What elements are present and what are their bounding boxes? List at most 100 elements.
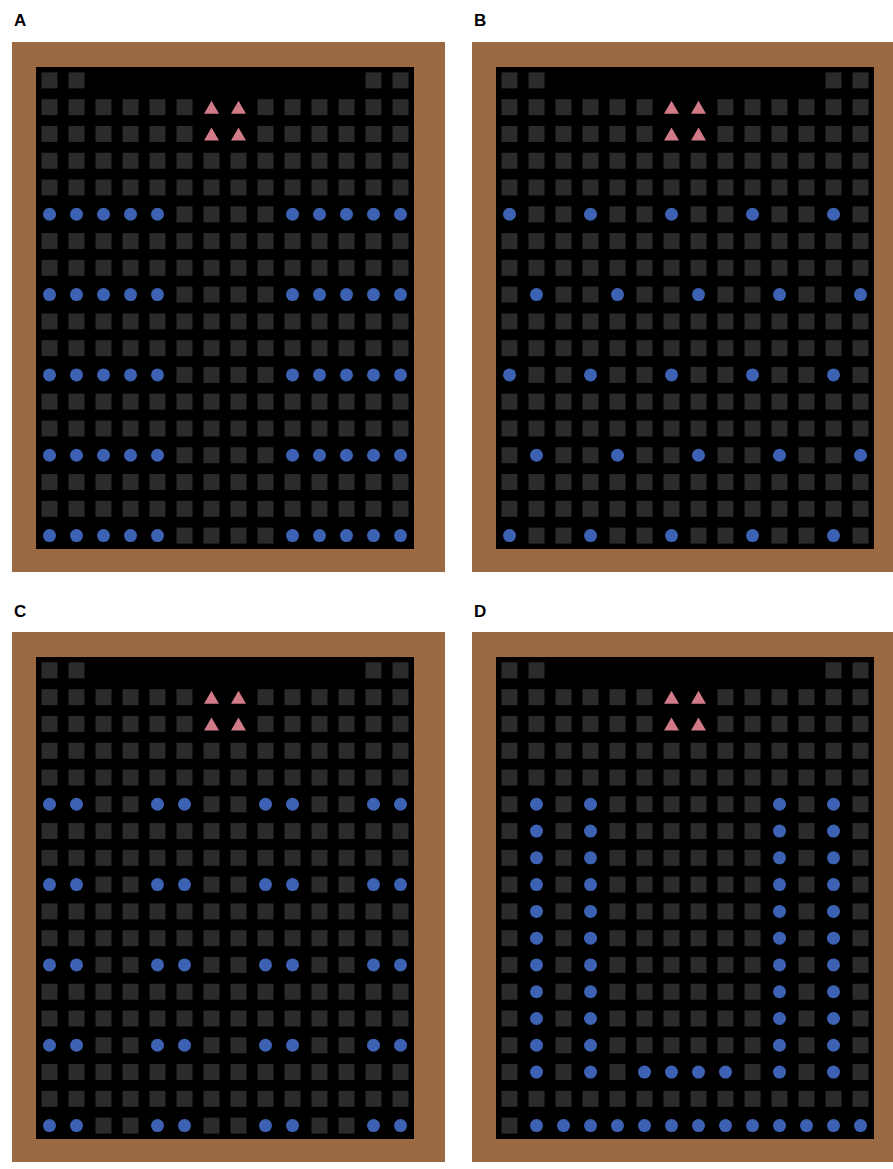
blue-circle <box>854 1119 867 1132</box>
pink-triangle <box>691 691 706 704</box>
empty-cell <box>556 313 572 329</box>
empty-cell <box>204 421 220 437</box>
empty-cell <box>772 340 788 356</box>
empty-cell <box>204 823 220 839</box>
empty-cell <box>366 474 382 490</box>
empty-cell <box>529 662 545 678</box>
empty-cell <box>745 796 761 812</box>
empty-cell <box>42 313 58 329</box>
empty-cell <box>502 903 518 919</box>
empty-cell <box>204 367 220 383</box>
empty-cell <box>799 474 815 490</box>
blue-circle <box>70 958 83 971</box>
empty-cell <box>718 877 734 893</box>
blue-circle <box>313 208 326 221</box>
empty-cell <box>204 528 220 544</box>
empty-cell <box>258 233 274 249</box>
empty-cell <box>745 1037 761 1053</box>
empty-cell <box>556 99 572 115</box>
empty-cell <box>393 743 409 759</box>
empty-cell <box>204 501 220 517</box>
empty-cell <box>691 340 707 356</box>
empty-cell <box>745 421 761 437</box>
empty-cell <box>610 877 626 893</box>
blue-circle <box>530 798 543 811</box>
empty-cell <box>853 421 869 437</box>
empty-cell <box>637 260 653 276</box>
empty-cell <box>853 1064 869 1080</box>
empty-cell <box>718 367 734 383</box>
empty-cell <box>610 1091 626 1107</box>
blue-circle <box>584 529 597 542</box>
empty-cell <box>637 99 653 115</box>
empty-cell <box>204 1091 220 1107</box>
empty-cell <box>826 474 842 490</box>
blue-circle <box>97 529 110 542</box>
blue-circle <box>70 208 83 221</box>
blue-circle <box>367 529 380 542</box>
empty-cell <box>799 930 815 946</box>
blue-circle <box>827 958 840 971</box>
empty-cell <box>42 662 58 678</box>
empty-cell <box>96 340 112 356</box>
blue-circle <box>854 288 867 301</box>
empty-cell <box>150 903 166 919</box>
empty-cell <box>637 421 653 437</box>
empty-cell <box>231 877 247 893</box>
empty-cell <box>393 126 409 142</box>
empty-cell <box>312 796 328 812</box>
blue-circle <box>43 1039 56 1052</box>
empty-cell <box>637 770 653 786</box>
empty-cell <box>718 447 734 463</box>
blue-circle <box>286 288 299 301</box>
empty-cell <box>258 903 274 919</box>
empty-cell <box>799 957 815 973</box>
empty-cell <box>231 850 247 866</box>
empty-cell <box>177 99 193 115</box>
empty-cell <box>745 743 761 759</box>
empty-cell <box>826 743 842 759</box>
blue-circle <box>692 1066 705 1079</box>
blue-circle <box>70 1119 83 1132</box>
empty-cell <box>231 823 247 839</box>
empty-cell <box>772 180 788 196</box>
empty-cell <box>664 850 680 866</box>
empty-cell <box>204 1011 220 1027</box>
empty-cell <box>610 689 626 705</box>
empty-cell <box>853 877 869 893</box>
empty-cell <box>799 313 815 329</box>
blue-circle <box>530 878 543 891</box>
empty-cell <box>312 260 328 276</box>
empty-cell <box>204 770 220 786</box>
empty-cell <box>231 233 247 249</box>
empty-cell <box>637 447 653 463</box>
blue-circle <box>800 1119 813 1132</box>
empty-cell <box>366 770 382 786</box>
empty-cell <box>69 743 85 759</box>
empty-cell <box>691 367 707 383</box>
empty-cell <box>718 716 734 732</box>
empty-cell <box>610 260 626 276</box>
empty-cell <box>718 770 734 786</box>
blue-circle <box>827 932 840 945</box>
empty-cell <box>258 206 274 222</box>
empty-cell <box>177 528 193 544</box>
empty-cell <box>339 99 355 115</box>
empty-cell <box>718 528 734 544</box>
empty-cell <box>312 153 328 169</box>
empty-cell <box>258 260 274 276</box>
blue-circle <box>584 1012 597 1025</box>
empty-cell <box>637 850 653 866</box>
empty-cell <box>610 180 626 196</box>
pink-triangle <box>204 691 219 704</box>
empty-cell <box>691 930 707 946</box>
empty-cell <box>204 984 220 1000</box>
blue-circle <box>530 1119 543 1132</box>
empty-cell <box>745 313 761 329</box>
empty-cell <box>177 260 193 276</box>
empty-cell <box>96 957 112 973</box>
empty-cell <box>123 313 139 329</box>
empty-cell <box>96 984 112 1000</box>
blue-circle <box>178 1119 191 1132</box>
empty-cell <box>312 877 328 893</box>
